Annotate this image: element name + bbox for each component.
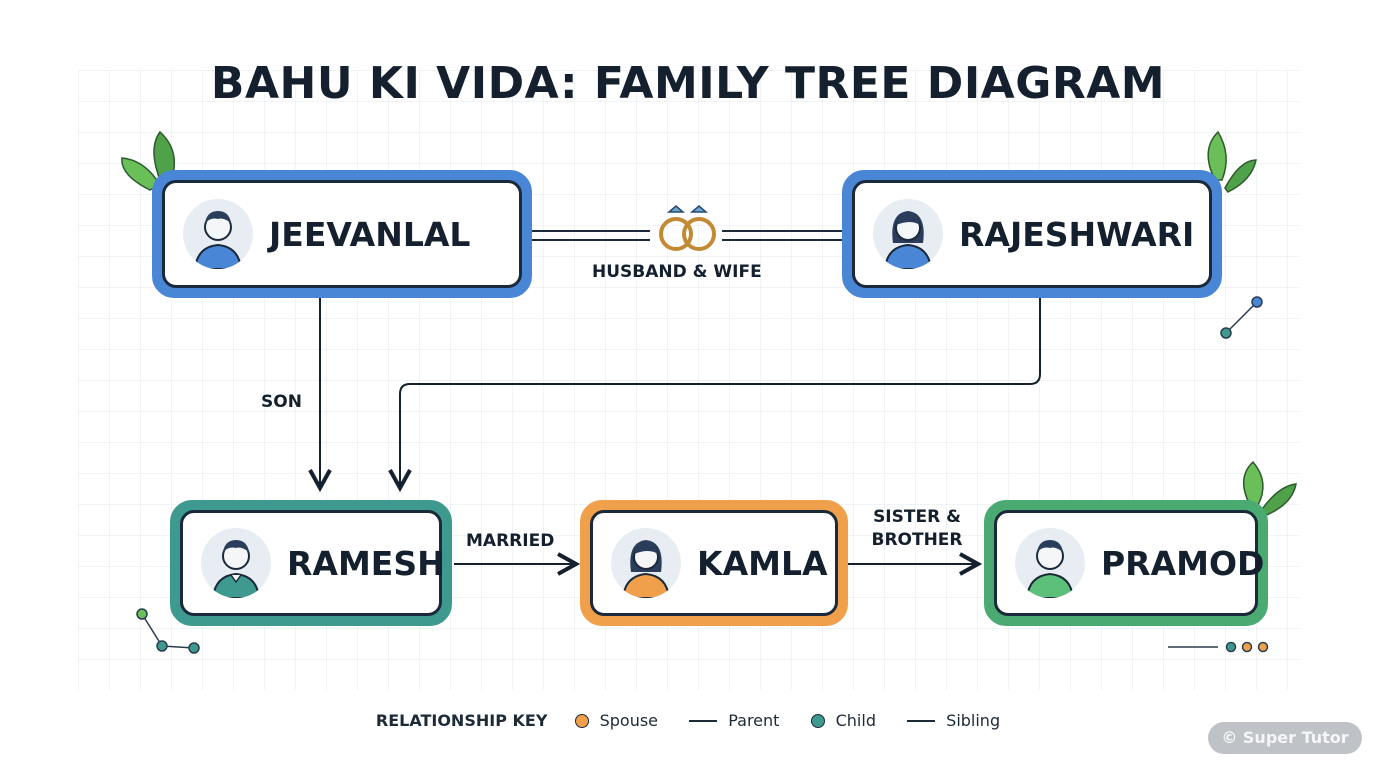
male-avatar-icon [1015, 528, 1085, 598]
key-parent: Parent [728, 711, 780, 730]
relationship-label-son: SON [261, 392, 302, 412]
node-decoration-left [136, 608, 200, 654]
key-sibling: Sibling [946, 711, 1001, 730]
person-card-jeevanlal: JEEVANLAL [152, 170, 532, 298]
key-spouse: Spouse [599, 711, 659, 730]
person-name-pramod: PRAMOD [1101, 543, 1265, 583]
leaf-decoration-right [1243, 460, 1297, 517]
diagram-title: BAHU KI VIDA: FAMILY TREE DIAGRAM [210, 58, 1166, 109]
relationship-label-sister-brother: SISTER & BROTHER [871, 507, 963, 550]
person-card-ramesh: RAMESH [170, 500, 452, 626]
person-name-ramesh: RAMESH [287, 543, 445, 583]
person-name-kamla: KAMLA [697, 543, 828, 583]
person-card-pramod: PRAMOD [984, 500, 1268, 626]
parent-connector-rajeshwari [400, 298, 1041, 488]
relationship-key-title: RELATIONSHIP KEY [375, 711, 548, 730]
spouse-connector [532, 230, 844, 241]
person-card-rajeshwari: RAJESHWARI [842, 170, 1222, 298]
relationship-key: RELATIONSHIP KEY Spouse Parent Child Sib… [0, 710, 1376, 730]
wedding-rings-icon [659, 205, 716, 251]
leaf-decoration-top-left [121, 130, 175, 191]
dots-decoration [1168, 641, 1269, 653]
person-name-rajeshwari: RAJESHWARI [959, 214, 1195, 254]
child-dot-icon [810, 713, 825, 728]
male-avatar-icon [183, 199, 253, 269]
relationship-label-husband-wife: HUSBAND & WIFE [592, 262, 762, 282]
leaf-decoration-top-right [1207, 130, 1257, 193]
spouse-dot-icon [574, 713, 589, 728]
person-name-jeevanlal: JEEVANLAL [269, 214, 471, 254]
watermark-badge: © Super Tutor [1208, 722, 1362, 754]
key-child: Child [835, 711, 876, 730]
female-avatar-icon [611, 528, 681, 598]
person-card-kamla: KAMLA [580, 500, 848, 626]
male-avatar-icon [201, 528, 271, 598]
node-decoration-right [1220, 296, 1263, 339]
parent-line-icon [689, 719, 718, 722]
sibling-line-icon [907, 719, 936, 722]
female-avatar-icon [873, 199, 943, 269]
relationship-label-married: MARRIED [466, 531, 555, 551]
